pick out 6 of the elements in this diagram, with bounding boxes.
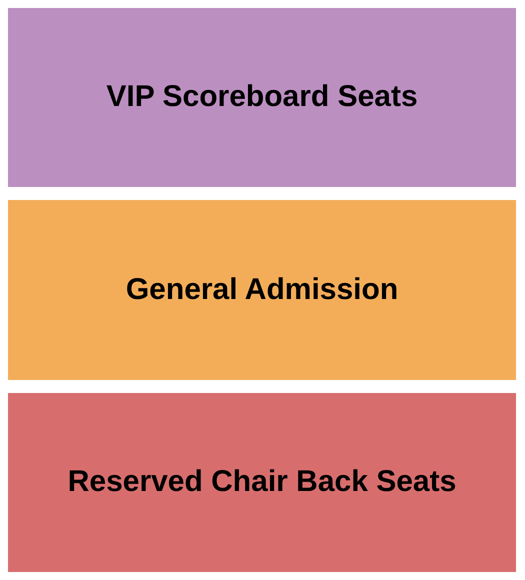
seating-section: [8, 200, 516, 380]
section-label: Reserved Chair Back Seats: [68, 465, 456, 500]
seating-section: [8, 393, 516, 572]
seating-section: [8, 8, 516, 187]
section-label: VIP Scoreboard Seats: [106, 80, 418, 115]
section-label: General Admission: [126, 272, 398, 308]
